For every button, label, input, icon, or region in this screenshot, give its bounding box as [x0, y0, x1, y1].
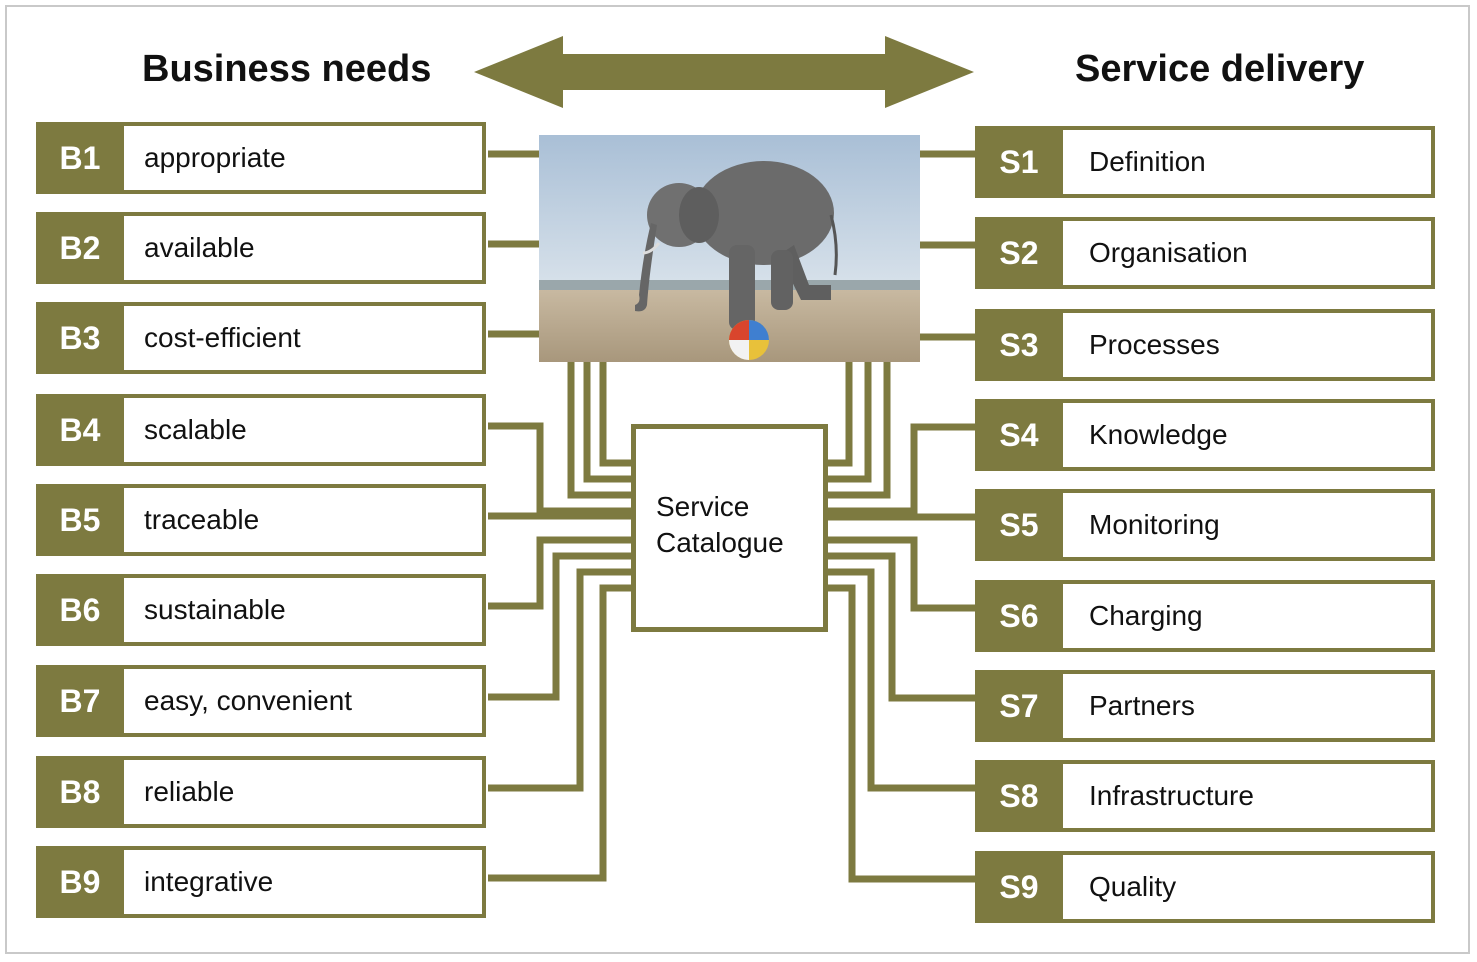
item-code: B3 — [36, 302, 124, 374]
item-label: Partners — [1063, 670, 1435, 742]
item-label: Quality — [1063, 851, 1435, 923]
item-code: B9 — [36, 846, 124, 918]
item-code: S4 — [975, 399, 1063, 471]
item-label: traceable — [124, 484, 486, 556]
item-code: S6 — [975, 580, 1063, 652]
item-label: Organisation — [1063, 217, 1435, 289]
item-label: Knowledge — [1063, 399, 1435, 471]
item-code: B7 — [36, 665, 124, 737]
wire-b7 — [488, 552, 631, 701]
item-label: appropriate — [124, 122, 486, 194]
wire-b3 — [488, 330, 631, 499]
service-delivery-heading: Service delivery — [1075, 48, 1365, 90]
wire-b4 — [488, 422, 631, 515]
wire-s2 — [828, 241, 975, 483]
item-code: B1 — [36, 122, 124, 194]
business-needs-heading: Business needs — [142, 48, 432, 90]
wire-s3 — [828, 333, 975, 499]
item-label: cost-efficient — [124, 302, 486, 374]
wire-b8 — [488, 568, 631, 792]
item-label: sustainable — [124, 574, 486, 646]
item-label: Infrastructure — [1063, 760, 1435, 832]
item-code: B6 — [36, 574, 124, 646]
wire-s7 — [828, 552, 975, 702]
item-label: available — [124, 212, 486, 284]
item-label: Monitoring — [1063, 489, 1435, 561]
item-code: S1 — [975, 126, 1063, 198]
wire-s6 — [828, 536, 975, 612]
catalogue-line-1: Service — [656, 491, 750, 522]
item-code: S5 — [975, 489, 1063, 561]
item-label: scalable — [124, 394, 486, 466]
double-arrow — [474, 36, 974, 108]
item-label: Charging — [1063, 580, 1435, 652]
item-code: B4 — [36, 394, 124, 466]
item-label: integrative — [124, 846, 486, 918]
item-label: Definition — [1063, 126, 1435, 198]
item-label: reliable — [124, 756, 486, 828]
catalogue-line-2: Catalogue — [656, 527, 784, 558]
service-catalogue-box: Service Catalogue — [631, 424, 828, 632]
wire-s8 — [828, 568, 975, 792]
item-code: S9 — [975, 851, 1063, 923]
wire-s4 — [828, 423, 975, 515]
item-label: easy, convenient — [124, 665, 486, 737]
wire-s9 — [828, 584, 975, 883]
item-code: B8 — [36, 756, 124, 828]
item-code: S3 — [975, 309, 1063, 381]
item-code: S8 — [975, 760, 1063, 832]
wire-b6 — [488, 536, 631, 610]
elephant-on-ball-photo — [539, 135, 920, 362]
item-code: B5 — [36, 484, 124, 556]
item-code: B2 — [36, 212, 124, 284]
item-code: S2 — [975, 217, 1063, 289]
item-code: S7 — [975, 670, 1063, 742]
wire-b9 — [488, 584, 631, 882]
item-label: Processes — [1063, 309, 1435, 381]
